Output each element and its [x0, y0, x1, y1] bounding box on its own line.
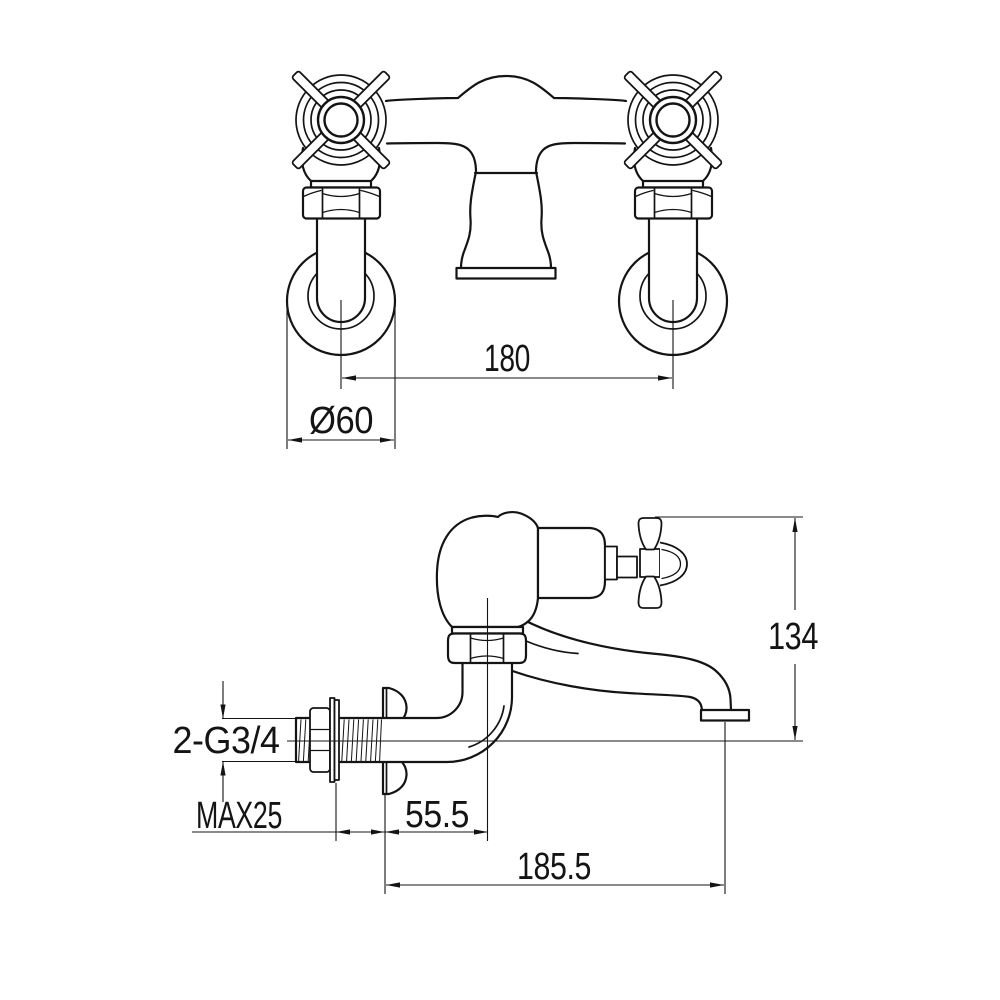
- bonnet: [536, 526, 607, 600]
- front-view: [285, 69, 729, 357]
- spout-top-edge: [522, 618, 733, 712]
- spout-base-plate: [455, 266, 557, 280]
- dim-flange-diameter-label: Ø60: [309, 400, 373, 442]
- body-bar-top: [384, 74, 628, 103]
- body-bar-bottom-left: [385, 141, 478, 174]
- dim-thread-label: 2-G3/4: [173, 720, 280, 762]
- dim-wall-to-valve-label: 55.5: [405, 794, 469, 836]
- backnut: [309, 707, 331, 773]
- inlet-elbow-pipe: [294, 658, 514, 764]
- spout-bottom-edge: [511, 669, 704, 712]
- side-view-dimensions: 134 2-G3/4 MAX25 55.5 185.5: [173, 516, 819, 894]
- valve-body-side: [435, 511, 540, 629]
- dim-wall-to-spout-label: 185.5: [517, 846, 591, 888]
- dim-height-label: 134: [768, 616, 818, 658]
- side-view: [294, 511, 751, 796]
- front-view-dimensions: 180 Ø60: [286, 300, 674, 449]
- spout-outlet-flange: [699, 708, 751, 722]
- body-bar-bottom-right: [534, 141, 627, 174]
- dim-handle-spacing-label: 180: [484, 338, 530, 380]
- side-handle: [637, 517, 688, 609]
- washer-plate-2: [333, 699, 340, 781]
- dim-max-wall-label: MAX25: [196, 795, 282, 837]
